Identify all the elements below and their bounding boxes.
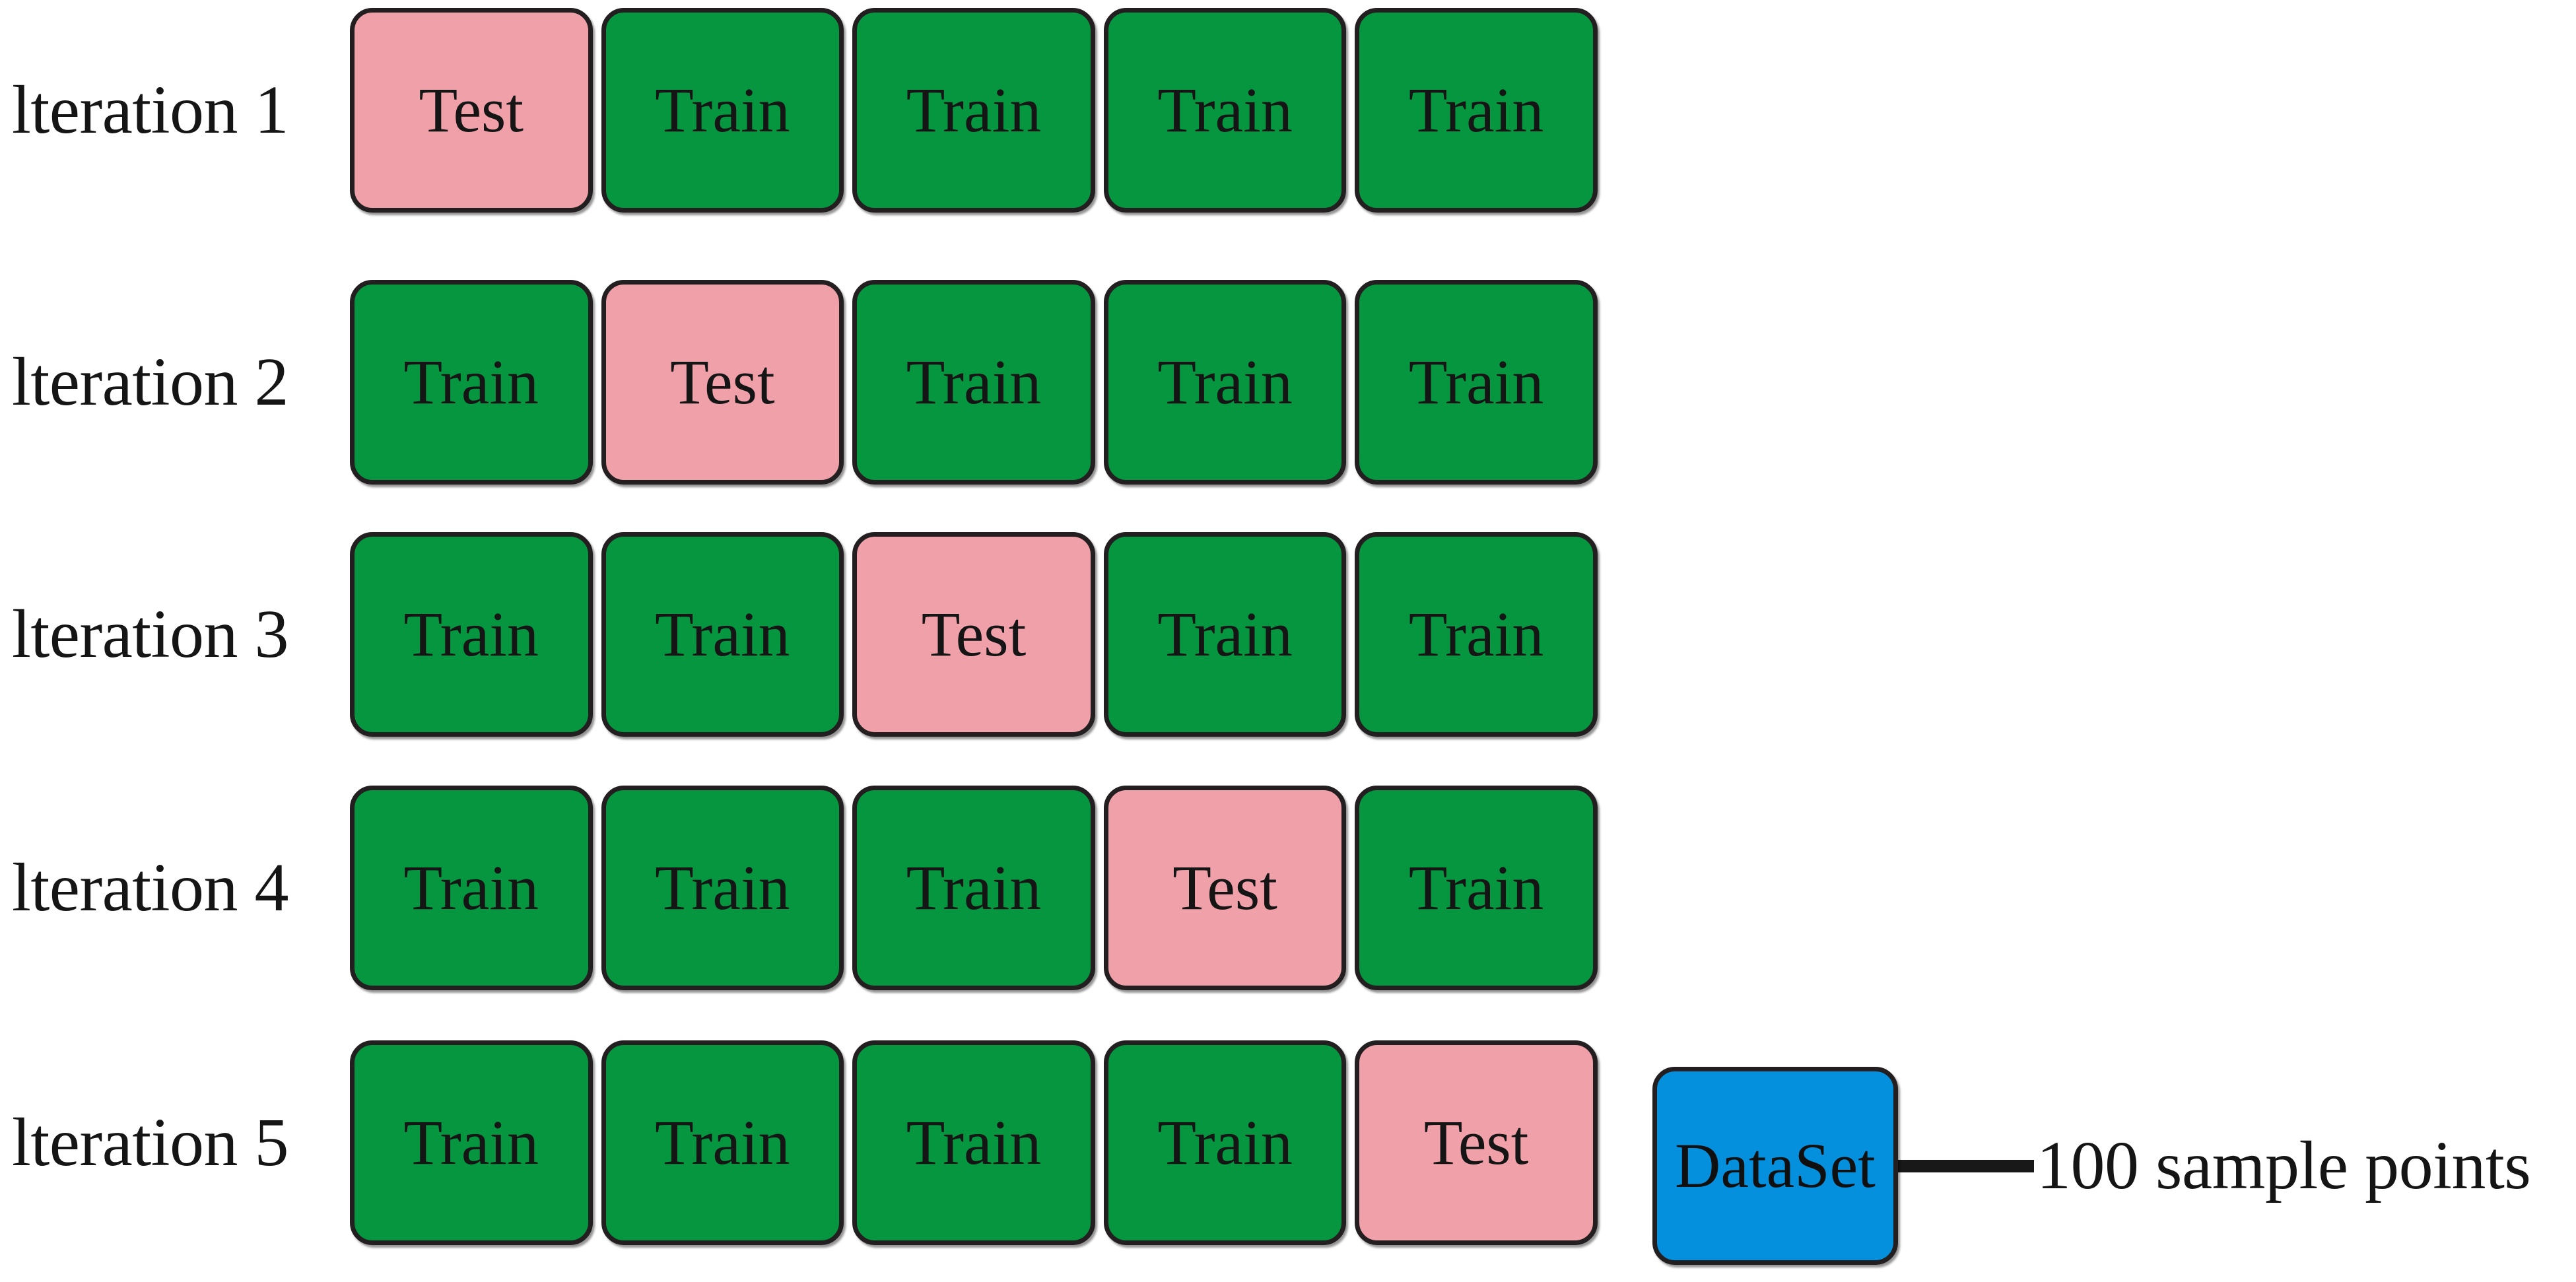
legend-connector-line xyxy=(1891,1159,2034,1172)
iteration-row-1: lteration 1 Test Train Train Train Train xyxy=(0,8,1598,213)
fold-box-3-2[interactable]: Train xyxy=(601,532,844,737)
fold-box-4-1[interactable]: Train xyxy=(350,786,593,990)
fold-box-4-4[interactable]: Test xyxy=(1103,786,1347,990)
iteration-label-1: lteration 1 xyxy=(12,72,289,148)
iteration-row-2: lteration 2 Train Test Train Train Train xyxy=(0,280,1598,485)
iteration-label-3: lteration 3 xyxy=(12,596,289,672)
fold-strip-2: Train Test Train Train Train xyxy=(350,280,1598,485)
fold-box-1-4[interactable]: Train xyxy=(1103,8,1347,213)
fold-box-3-1[interactable]: Train xyxy=(350,532,593,737)
fold-box-5-2[interactable]: Train xyxy=(601,1040,844,1245)
fold-strip-1: Test Train Train Train Train xyxy=(350,8,1598,213)
fold-box-5-5[interactable]: Test xyxy=(1355,1040,1598,1245)
fold-box-5-3[interactable]: Train xyxy=(852,1040,1095,1245)
iteration-label-2: lteration 2 xyxy=(12,344,289,420)
iteration-row-5: lteration 5 Train Train Train Train Test xyxy=(0,1040,1598,1245)
fold-strip-5: Train Train Train Train Test xyxy=(350,1040,1598,1245)
fold-box-3-3[interactable]: Test xyxy=(852,532,1095,737)
fold-box-2-5[interactable]: Train xyxy=(1355,280,1598,485)
fold-box-2-3[interactable]: Train xyxy=(852,280,1095,485)
fold-box-2-1[interactable]: Train xyxy=(350,280,593,485)
fold-box-3-5[interactable]: Train xyxy=(1355,532,1598,737)
iteration-row-3: lteration 3 Train Train Test Train Train xyxy=(0,532,1598,737)
fold-box-1-1[interactable]: Test xyxy=(350,8,593,213)
dataset-box[interactable]: DataSet xyxy=(1652,1067,1898,1265)
dataset-legend: DataSet 100 sample points xyxy=(1652,1067,2531,1265)
iteration-label-5: lteration 5 xyxy=(12,1104,289,1180)
fold-box-4-2[interactable]: Train xyxy=(601,786,844,990)
dataset-caption: 100 sample points xyxy=(2037,1128,2531,1203)
fold-box-3-4[interactable]: Train xyxy=(1103,532,1347,737)
fold-box-4-3[interactable]: Train xyxy=(852,786,1095,990)
fold-strip-4: Train Train Train Test Train xyxy=(350,786,1598,990)
fold-box-2-4[interactable]: Train xyxy=(1103,280,1347,485)
iteration-label-4: lteration 4 xyxy=(12,850,289,926)
fold-strip-3: Train Train Test Train Train xyxy=(350,532,1598,737)
iteration-row-4: lteration 4 Train Train Train Test Train xyxy=(0,786,1598,990)
fold-box-1-3[interactable]: Train xyxy=(852,8,1095,213)
fold-box-5-4[interactable]: Train xyxy=(1103,1040,1347,1245)
fold-box-1-5[interactable]: Train xyxy=(1355,8,1598,213)
fold-box-5-1[interactable]: Train xyxy=(350,1040,593,1245)
fold-box-1-2[interactable]: Train xyxy=(601,8,844,213)
fold-box-4-5[interactable]: Train xyxy=(1355,786,1598,990)
fold-box-2-2[interactable]: Test xyxy=(601,280,844,485)
